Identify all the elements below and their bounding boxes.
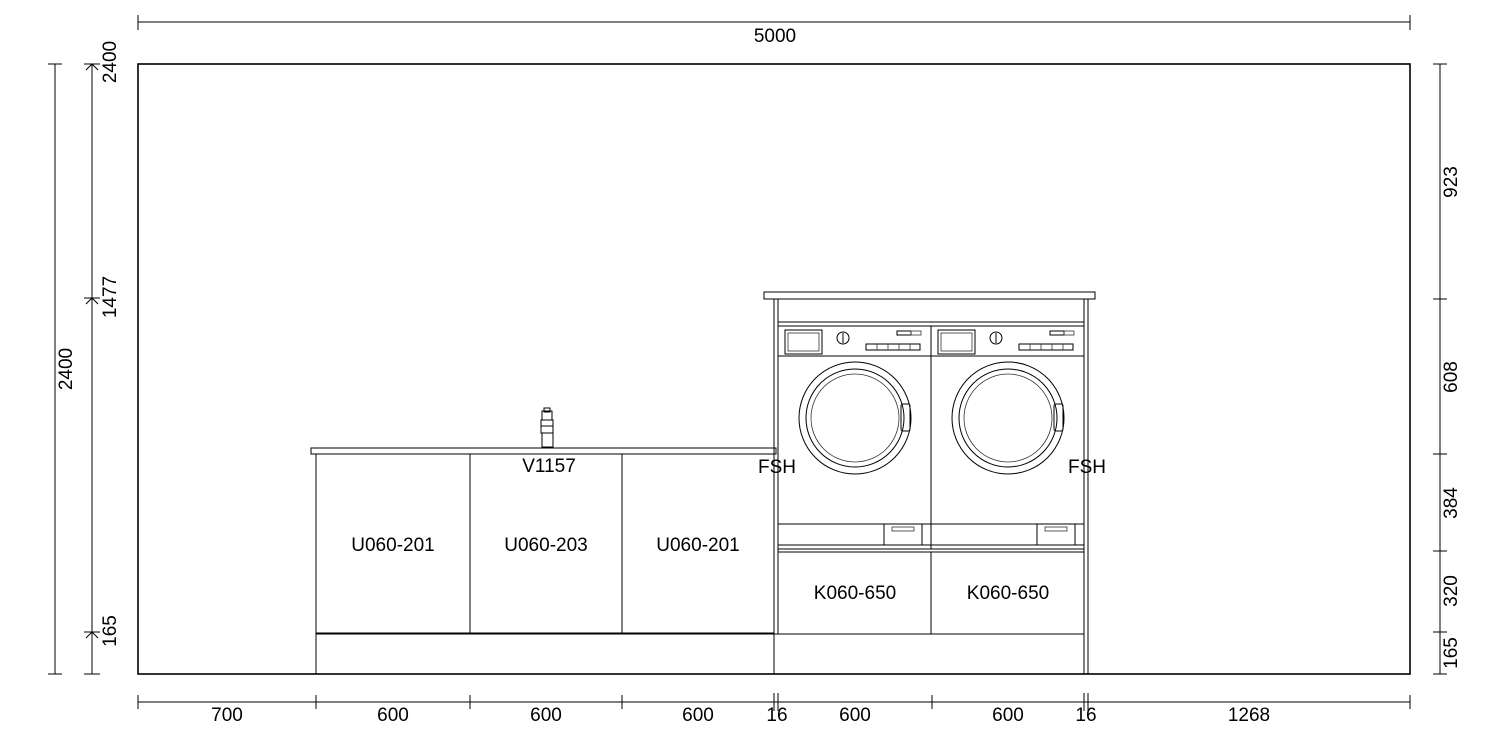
dim-bottom-0: 700: [211, 705, 243, 726]
cabinet-base-sink-label: U060-203: [504, 535, 587, 556]
dim-overall-width: 5000: [754, 26, 796, 47]
dim-right-4: 165: [1441, 637, 1462, 669]
dim-bottom-3: 600: [682, 705, 714, 726]
dim-bottom-2: 600: [530, 705, 562, 726]
dimension-right: 923 608 384 320 165: [1433, 63, 1462, 675]
cabinet-base-left-label: U060-201: [351, 535, 434, 556]
pedestal-drawers: K060-650 K060-650: [777, 551, 1085, 635]
dim-bottom-6: 600: [992, 705, 1024, 726]
cabinet-base-right-label: U060-201: [656, 535, 739, 556]
dim-bottom-1: 600: [377, 705, 409, 726]
base-cabinet-run: U060-201 U060-203 U060-201: [310, 447, 777, 674]
pedestal-right-label: K060-650: [967, 583, 1049, 604]
faucet-icon: [540, 407, 554, 448]
dim-left-top: 2400: [100, 41, 121, 83]
dimension-bottom: 700 600 600 600 16 600 600 16 1268: [137, 693, 1411, 726]
dim-bottom-7: 16: [1075, 705, 1096, 726]
tap-label: V1157: [522, 456, 576, 477]
side-panel-left-label: FSH: [758, 457, 796, 478]
dimension-left-outer: 2400: [48, 63, 77, 675]
dim-right-1: 608: [1441, 361, 1462, 393]
appliance-tower: [763, 291, 1096, 675]
dimension-top: 5000: [137, 15, 1411, 47]
dim-left-total: 2400: [56, 348, 77, 390]
dim-right-0: 923: [1441, 166, 1462, 198]
dim-bottom-8: 1268: [1228, 705, 1270, 726]
dim-left-mid: 1477: [100, 276, 121, 318]
dim-bottom-4: 16: [766, 705, 787, 726]
dim-right-2: 384: [1441, 487, 1462, 519]
washing-machine-icon: [784, 329, 923, 546]
side-panel-right-label: FSH: [1068, 457, 1106, 478]
dimension-left-inner: 2400 1477 165: [84, 41, 121, 675]
dim-bottom-5: 600: [839, 705, 871, 726]
dim-right-3: 320: [1441, 575, 1462, 607]
pedestal-left-label: K060-650: [814, 583, 896, 604]
dim-left-bottom: 165: [100, 615, 121, 647]
dryer-icon: [937, 329, 1076, 546]
